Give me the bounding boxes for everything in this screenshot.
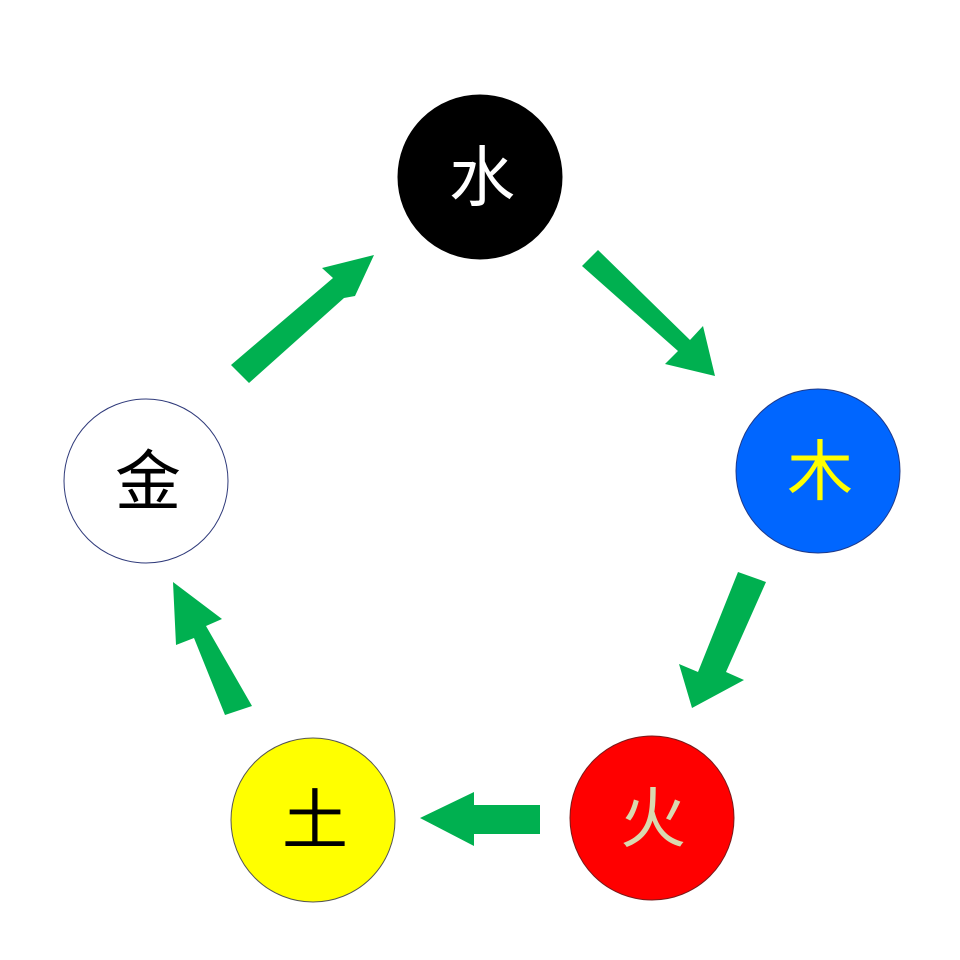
arrow-metal-to-water — [231, 255, 374, 383]
arrow-earth-to-metal — [173, 582, 252, 715]
node-wood: 木 — [735, 388, 901, 554]
node-water-label: 水 — [449, 140, 515, 217]
arrow-layer — [173, 250, 766, 846]
node-earth-circle — [230, 737, 396, 903]
node-metal-circle — [63, 398, 229, 564]
node-metal: 金 — [63, 398, 229, 564]
node-earth: 土 — [230, 737, 396, 903]
node-metal-label: 金 — [115, 444, 181, 521]
node-wood-label: 木 — [787, 434, 853, 511]
node-fire-label: 火 — [620, 781, 686, 858]
arrow-wood-to-fire — [679, 572, 766, 708]
node-water-circle — [397, 94, 563, 260]
node-fire: 火 — [569, 735, 735, 901]
node-layer: 水 木 火 土 金 — [63, 94, 901, 903]
arrow-water-to-wood — [582, 250, 715, 376]
node-water: 水 — [397, 94, 563, 260]
node-wood-circle — [735, 388, 901, 554]
node-earth-label: 土 — [282, 783, 348, 860]
arrow-fire-to-earth — [420, 792, 540, 846]
node-fire-circle — [569, 735, 735, 901]
